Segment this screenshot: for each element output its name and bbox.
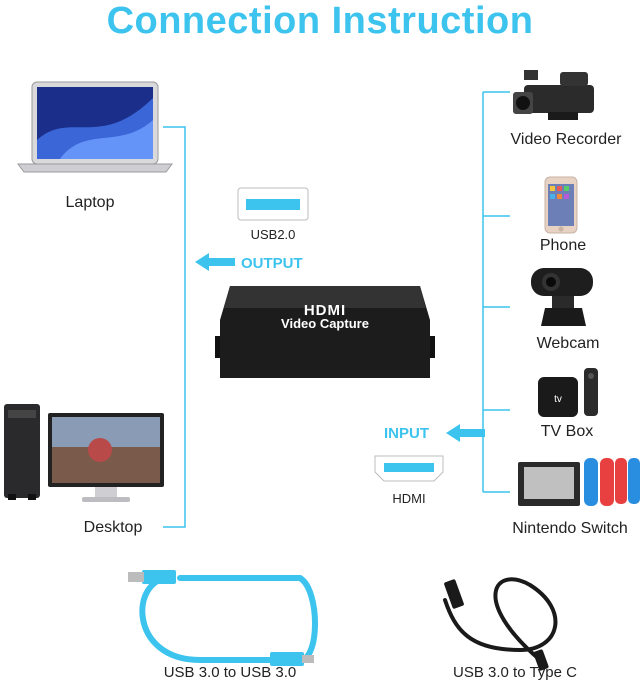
webcam-icon	[531, 268, 593, 326]
phone-icon	[544, 176, 578, 234]
device-label-video-recorder: Video Recorder	[510, 131, 622, 148]
tv-box-icon: tv	[538, 368, 598, 417]
capture-device-name: Video Capture	[281, 316, 369, 331]
capture-device-icon	[215, 286, 435, 378]
cable-label-usb-usb: USB 3.0 to USB 3.0	[163, 664, 297, 681]
cable-label-usb-typec: USB 3.0 to Type C	[453, 664, 577, 681]
device-label-nintendo-switch: Nintendo Switch	[512, 520, 628, 537]
desktop-icon	[4, 404, 164, 502]
nintendo-switch-icon	[518, 458, 640, 506]
laptop-icon	[17, 81, 173, 173]
page-title: Connection Instruction	[106, 0, 534, 42]
left-connector-lines	[163, 126, 186, 528]
video-recorder-icon	[513, 70, 594, 120]
device-label-webcam: Webcam	[536, 335, 600, 352]
usb-port-label: USB2.0	[250, 227, 296, 242]
hdmi-port-label: HDMI	[392, 491, 426, 506]
input-arrow-icon	[446, 424, 485, 442]
device-label-laptop: Laptop	[65, 194, 115, 211]
usb-port-icon	[237, 187, 309, 221]
capture-device-brand: HDMI	[303, 302, 347, 319]
device-label-desktop: Desktop	[83, 519, 143, 536]
output-label: OUTPUT	[241, 255, 303, 272]
output-arrow-icon	[195, 253, 235, 271]
right-connector-lines	[482, 91, 510, 493]
hdmi-port-icon	[374, 455, 444, 482]
usb-to-usb-cable-icon	[128, 570, 318, 666]
device-label-tv-box: TV Box	[540, 423, 594, 440]
input-label: INPUT	[384, 425, 429, 442]
device-label-phone: Phone	[539, 237, 587, 254]
usb-to-typec-cable-icon	[443, 577, 558, 671]
svg-text:tv: tv	[554, 394, 562, 405]
